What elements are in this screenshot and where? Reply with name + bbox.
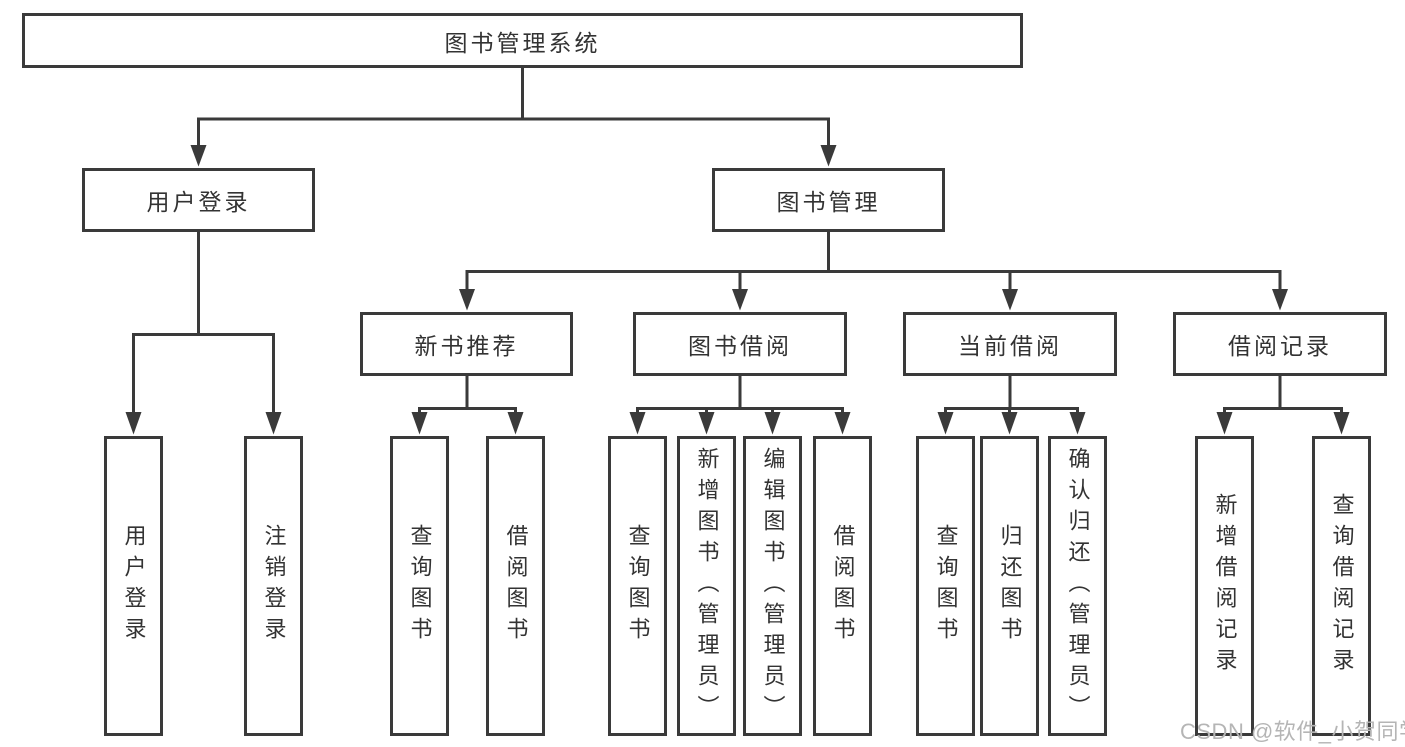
arrowhead-leaf-user-0	[125, 412, 142, 435]
leaf-logout: 注销登录	[244, 436, 303, 736]
arrowhead-new-book	[459, 289, 475, 311]
leaf-add-books-admin: 新增图书（管理员）	[677, 436, 736, 736]
arrowhead-leaf-current-1	[1001, 412, 1018, 435]
arrowhead-leaf-current-2	[1069, 412, 1086, 435]
arrowhead-leaf-user-1	[265, 412, 282, 435]
node-book-borrowing: 图书借阅	[633, 312, 847, 376]
csdn-watermark: CSDN @软件_小贺同学	[1180, 719, 1405, 744]
arrowhead-leaf-records-0	[1216, 412, 1233, 435]
node-root: 图书管理系统	[22, 13, 1023, 68]
leaf-query-books-borrowing: 查询图书	[608, 436, 667, 736]
leaf-confirm-return-admin: 确认归还（管理员）	[1048, 436, 1107, 736]
leaf-return-books: 归还图书	[980, 436, 1039, 736]
leaf-query-books-recommend: 查询图书	[390, 436, 449, 736]
node-borrowing-records: 借阅记录	[1173, 312, 1387, 376]
node-new-book-recommend: 新书推荐	[360, 312, 573, 376]
arrowhead-book-borrow	[732, 289, 748, 311]
arrowhead-leaf-borrow-2	[764, 412, 781, 435]
node-book-management-branch: 图书管理	[712, 168, 945, 232]
leaf-borrow-books-borrowing: 借阅图书	[813, 436, 872, 736]
node-current-borrowing: 当前借阅	[903, 312, 1117, 376]
arrowhead-leaf-newbook-1	[507, 412, 524, 435]
arrowhead-leaf-records-1	[1333, 412, 1350, 435]
arrowhead-current-borrow	[1002, 289, 1018, 311]
arrowhead-book-mgmt	[820, 145, 837, 167]
arrowhead-borrow-records	[1272, 289, 1288, 311]
arrowhead-leaf-newbook-0	[411, 412, 428, 435]
leaf-add-borrow-record: 新增借阅记录	[1195, 436, 1254, 736]
leaf-query-books-current: 查询图书	[916, 436, 975, 736]
leaf-user-login: 用户登录	[104, 436, 163, 736]
arrowhead-leaf-current-0	[937, 412, 954, 435]
node-user-login-branch: 用户登录	[82, 168, 315, 232]
arrowhead-leaf-borrow-3	[834, 412, 851, 435]
arrowhead-leaf-borrow-0	[629, 412, 646, 435]
leaf-query-borrow-record: 查询借阅记录	[1312, 436, 1371, 736]
leaf-borrow-books-recommend: 借阅图书	[486, 436, 545, 736]
leaf-edit-books-admin: 编辑图书（管理员）	[743, 436, 802, 736]
arrowhead-user-login	[190, 145, 207, 167]
arrowhead-leaf-borrow-1	[698, 412, 715, 435]
